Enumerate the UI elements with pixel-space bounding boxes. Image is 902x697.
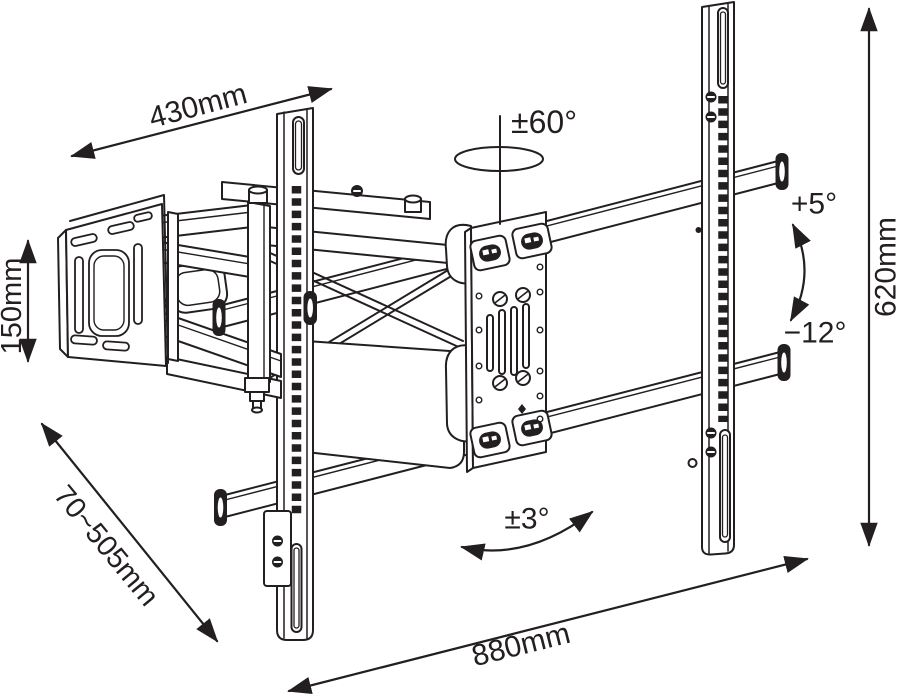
dim-line-430mm	[70, 86, 333, 159]
left-upright-top-slot	[292, 116, 305, 175]
dim-label-swivel: ±60°	[511, 104, 577, 140]
plate-slot	[133, 243, 143, 325]
plate-slot	[70, 334, 98, 346]
vesa-plate	[57, 194, 179, 367]
plate-slot	[133, 211, 153, 223]
plate-slot	[102, 340, 130, 352]
dim-label-level-adjust: ±3°	[504, 503, 549, 536]
dimension-lines	[19, 7, 878, 694]
plate-slot	[107, 221, 135, 235]
swivel-ellipse	[454, 146, 544, 172]
elbow-post	[247, 201, 271, 383]
plate-slot	[70, 233, 98, 247]
dim-line-880mm	[287, 556, 809, 694]
dim-label-upright-height: 620mm	[870, 217, 902, 317]
carriage-slot	[510, 306, 518, 376]
level-adjust-arc	[460, 510, 594, 561]
dim-label-tilt-up: +5°	[791, 188, 837, 221]
right-upright-top-slot	[717, 7, 729, 89]
articulating-arm	[147, 185, 282, 414]
left-wall-upright	[263, 107, 317, 641]
plate-slot	[74, 256, 84, 334]
dim-label-tilt-down: −12°	[784, 317, 847, 350]
wall-anchor-hole	[687, 458, 698, 468]
dim-line-70-505mm	[40, 422, 219, 643]
carriage-plate	[444, 211, 553, 473]
carriage-slot	[522, 303, 530, 369]
wall-anchor-dot	[695, 227, 702, 233]
right-upright-bottom-slot	[719, 429, 731, 543]
dim-label-extension: 70~505mm	[47, 480, 164, 613]
plate-center-opening	[88, 249, 130, 337]
rail-clamp-top-left	[469, 234, 511, 272]
right-wall-upright	[687, 1, 735, 556]
rail-clamp-bottom-right	[511, 409, 553, 447]
carriage-slot	[486, 314, 494, 372]
left-upright-clamp-plate	[263, 510, 292, 587]
rail-clamp-top-right	[511, 222, 553, 260]
rail-clamp-bottom-left	[469, 421, 511, 459]
tilt-arc	[789, 223, 811, 322]
dim-label-plate-height: 150mm	[0, 258, 28, 355]
dim-label-arm-width: 430mm	[145, 77, 250, 135]
carriage-slot	[498, 309, 506, 375]
elbow-foot	[244, 377, 270, 393]
dim-label-rail-width: 880mm	[468, 617, 573, 673]
